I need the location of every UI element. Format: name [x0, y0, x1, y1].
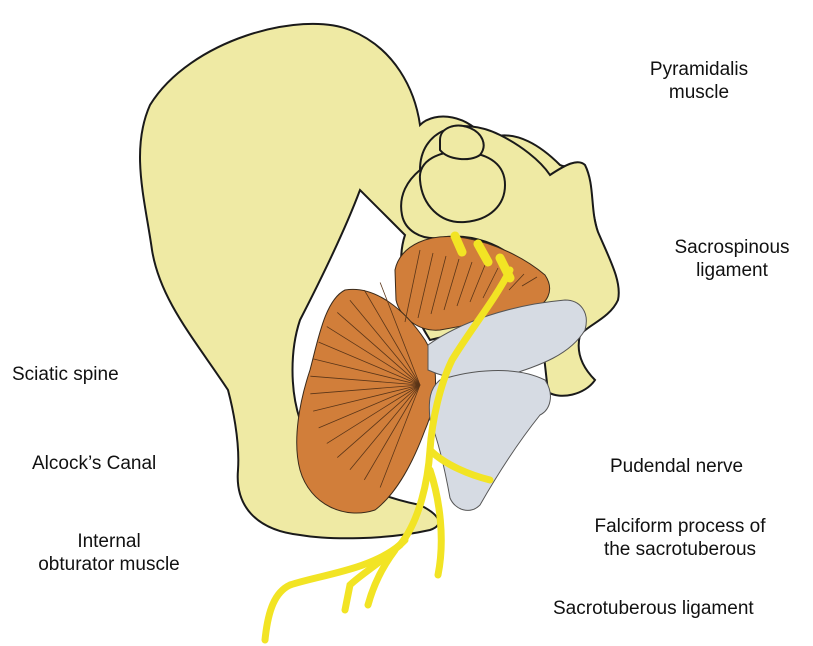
label-pudendal-nerve: Pudendal nerve [610, 455, 743, 478]
label-alcocks-canal: Alcock’s Canal [32, 452, 156, 475]
label-pyramidalis-muscle: Pyramidalis muscle [640, 58, 758, 104]
label-sacrotuberous-ligament: Sacrotuberous ligament [553, 597, 754, 620]
sacrotuberous-ligament [429, 371, 550, 511]
label-falciform-process: Falciform process of the sacrotuberous [580, 515, 780, 561]
label-sacrospinous-ligament: Sacrospinous ligament [668, 236, 796, 282]
label-internal-obturator-muscle: Internal obturator muscle [30, 530, 188, 576]
label-sciatic-spine: Sciatic spine [12, 363, 119, 386]
